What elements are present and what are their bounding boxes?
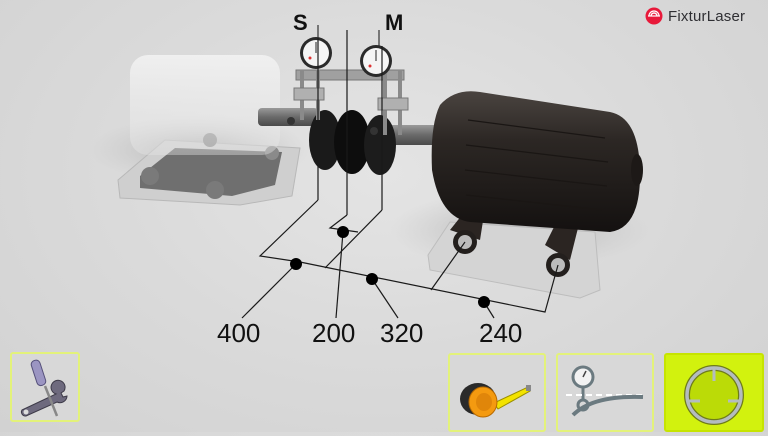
dial-label-m: M [385, 10, 404, 35]
stationary-machine-ghost [130, 55, 280, 155]
dial-label-s: S [293, 10, 308, 35]
target-crosshair-icon [684, 365, 744, 425]
tape-measure-icon [460, 383, 531, 418]
dot-320 [366, 273, 378, 285]
dot-200 [337, 226, 349, 238]
fixturlaser-logo-icon [645, 7, 663, 25]
coupling [287, 110, 396, 175]
dimension-label-240: 240 [479, 318, 523, 348]
motor [431, 91, 643, 232]
dial-indicator-s [300, 25, 332, 69]
measure-distances-button[interactable] [448, 353, 546, 432]
dimension-label-320: 320 [380, 318, 424, 348]
dimension-label-400: 400 [217, 318, 261, 348]
brand-logo: FixturLaser [645, 6, 745, 26]
dimension-label-200: 200 [312, 318, 356, 348]
dot-240 [478, 296, 490, 308]
dimension-dots [290, 226, 490, 308]
dot-400 [290, 258, 302, 270]
dimension-lines [241, 30, 559, 319]
screwdriver-wrench-icon [20, 359, 68, 417]
settings-button[interactable] [10, 352, 80, 422]
dial-indicator-m [360, 30, 392, 77]
brand-name: FixturLaser [668, 7, 746, 25]
dial-indicator-shaft-icon [566, 365, 644, 417]
measure-button[interactable] [664, 353, 764, 432]
dial-indicator-setup-button[interactable] [556, 353, 654, 432]
